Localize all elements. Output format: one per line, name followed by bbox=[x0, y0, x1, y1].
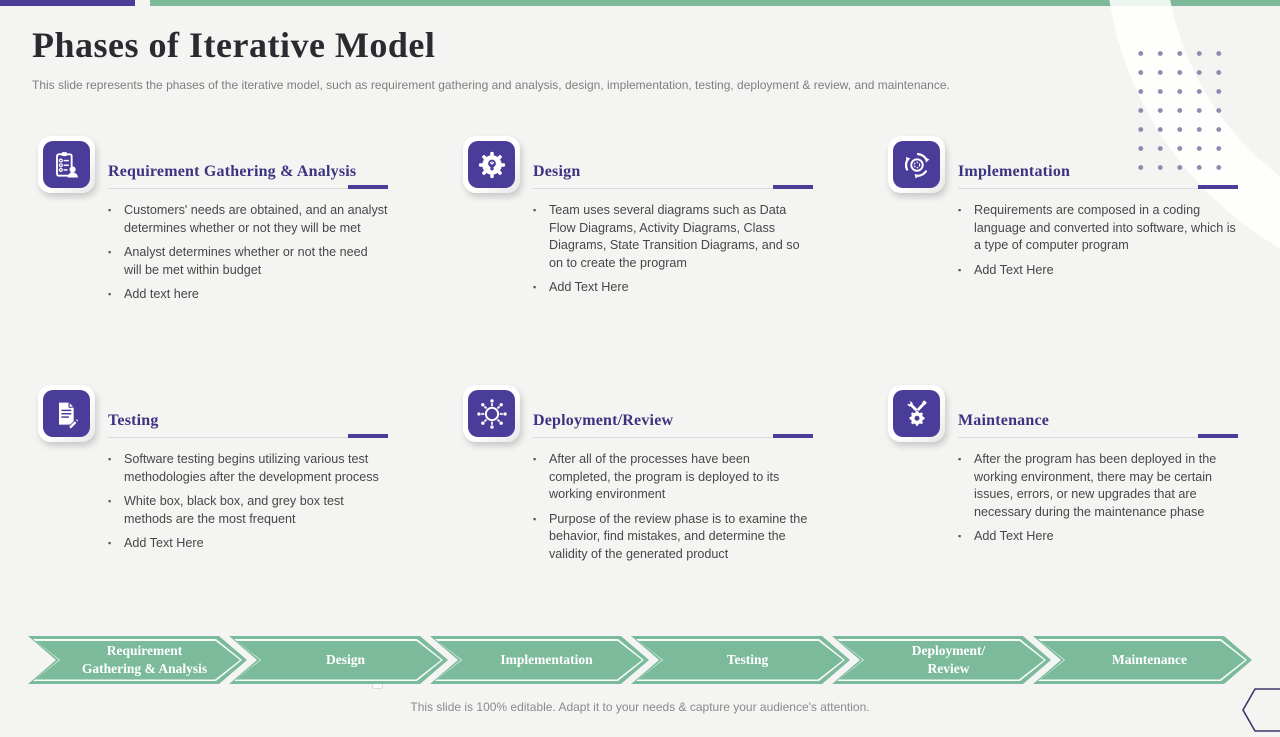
icon-tile bbox=[888, 385, 945, 442]
bullet-marker: ▪ bbox=[958, 531, 962, 541]
phase-card-testing: Testing ▪Software testing begins utilizi… bbox=[38, 385, 388, 615]
bullet-item: ▪After all of the processes have been co… bbox=[533, 451, 813, 504]
bullet-item: ▪White box, black box, and grey box test… bbox=[108, 493, 388, 528]
bullet-marker: ▪ bbox=[958, 454, 962, 464]
phase-bullets: ▪Requirements are composed in a coding l… bbox=[958, 202, 1238, 286]
phase-bullets: ▪After all of the processes have been co… bbox=[533, 451, 813, 570]
bullet-item: ▪Analyst determines whether or not the n… bbox=[108, 244, 388, 279]
phase-bullets: ▪After the program has been deployed in … bbox=[958, 451, 1238, 553]
bullet-item: ▪Team uses several diagrams such as Data… bbox=[533, 202, 813, 272]
flow-step-label: Requirement Gathering & Analysis bbox=[81, 643, 208, 676]
flow-step-label: Implementation bbox=[500, 652, 593, 668]
heading-rule-accent bbox=[348, 185, 388, 189]
heading-rule bbox=[108, 437, 388, 438]
heading-rule bbox=[533, 188, 813, 189]
flow-step-deployment-review: Deployment/ Review bbox=[832, 636, 1051, 684]
top-bar-purple bbox=[0, 0, 135, 6]
document-pencil-icon bbox=[58, 402, 79, 430]
phase-card-implementation: Implementation ▪Requirements are compose… bbox=[888, 136, 1238, 366]
bullet-marker: ▪ bbox=[533, 513, 537, 524]
phase-title: Testing bbox=[108, 412, 159, 429]
heading-rule-accent bbox=[773, 185, 813, 189]
flow-step-requirement-gathering: Requirement Gathering & Analysis bbox=[28, 636, 247, 684]
bullet-item: ▪Customers' needs are obtained, and an a… bbox=[108, 202, 388, 237]
bullet-marker: ▪ bbox=[108, 454, 112, 464]
flow-step-label: Maintenance bbox=[1112, 652, 1187, 668]
process-flow: Requirement Gathering & Analysis Design … bbox=[0, 636, 1280, 684]
bullet-marker: ▪ bbox=[958, 264, 962, 275]
phase-bullets: ▪Software testing begins utilizing vario… bbox=[108, 451, 388, 560]
bullet-item: ▪Add Text Here bbox=[958, 528, 1238, 546]
heading-rule bbox=[958, 188, 1238, 189]
bullet-marker: ▪ bbox=[533, 205, 537, 215]
icon-tile bbox=[38, 136, 95, 193]
bullet-marker: ▪ bbox=[533, 454, 537, 464]
flow-step-label: Deployment/ Review bbox=[911, 643, 986, 676]
bullet-item: ▪After the program has been deployed in … bbox=[958, 451, 1238, 521]
phase-card-requirement-gathering: Requirement Gathering & Analysis ▪Custom… bbox=[38, 136, 388, 366]
bullet-marker: ▪ bbox=[108, 247, 112, 257]
heading-rule-accent bbox=[773, 434, 813, 438]
hexagon-outline-decoration bbox=[1242, 688, 1280, 732]
bullet-item: ▪Add text here bbox=[108, 286, 388, 304]
bullet-item: ▪Add Text Here bbox=[108, 535, 388, 553]
heading-rule bbox=[533, 437, 813, 438]
dots-grid-decoration bbox=[1131, 44, 1225, 178]
bullet-item: ▪Requirements are composed in a coding l… bbox=[958, 202, 1238, 255]
bullet-marker: ▪ bbox=[108, 538, 112, 548]
flow-step-design: Design bbox=[229, 636, 448, 684]
phase-bullets: ▪Team uses several diagrams such as Data… bbox=[533, 202, 813, 304]
icon-tile bbox=[463, 136, 520, 193]
phase-title: Deployment/Review bbox=[533, 412, 674, 429]
heading-rule-accent bbox=[1198, 434, 1238, 438]
bullet-marker: ▪ bbox=[108, 496, 112, 506]
bullet-item: ▪Add Text Here bbox=[958, 262, 1238, 280]
bullet-item: ▪Software testing begins utilizing vario… bbox=[108, 451, 388, 486]
bullet-marker: ▪ bbox=[958, 205, 962, 215]
phase-title: Design bbox=[533, 163, 581, 180]
phase-title: Maintenance bbox=[958, 412, 1050, 429]
footer-note: This slide is 100% editable. Adapt it to… bbox=[410, 700, 870, 714]
icon-tile bbox=[888, 136, 945, 193]
phase-card-maintenance: Maintenance ▪After the program has been … bbox=[888, 385, 1238, 615]
flow-step-label: Testing bbox=[726, 652, 769, 668]
slide-subtitle: This slide represents the phases of the … bbox=[32, 78, 950, 92]
flow-step-testing: Testing bbox=[631, 636, 850, 684]
bullet-marker: ▪ bbox=[108, 289, 112, 299]
heading-rule-accent bbox=[1198, 185, 1238, 189]
top-bar-green bbox=[150, 0, 1280, 6]
bullet-item: ▪Add Text Here bbox=[533, 279, 813, 297]
phase-title: Requirement Gathering & Analysis bbox=[108, 163, 357, 180]
icon-tile bbox=[38, 385, 95, 442]
icon-tile bbox=[463, 385, 520, 442]
gear-bulb-icon bbox=[478, 151, 505, 178]
flow-step-implementation: Implementation bbox=[430, 636, 649, 684]
flow-step-maintenance: Maintenance bbox=[1033, 636, 1252, 684]
bullet-item: ▪Purpose of the review phase is to exami… bbox=[533, 511, 813, 564]
heading-rule-accent bbox=[348, 434, 388, 438]
bullet-marker: ▪ bbox=[108, 205, 112, 215]
phase-bullets: ▪Customers' needs are obtained, and an a… bbox=[108, 202, 388, 311]
flow-step-label: Design bbox=[325, 652, 365, 668]
heading-rule bbox=[108, 188, 388, 189]
phase-title: Implementation bbox=[958, 163, 1071, 180]
bullet-marker: ▪ bbox=[533, 282, 537, 292]
phase-card-design: Design ▪Team uses several diagrams such … bbox=[463, 136, 813, 366]
checklist-user-icon bbox=[55, 151, 78, 178]
page-title: Phases of Iterative Model bbox=[32, 25, 436, 65]
gear-tools-icon bbox=[907, 400, 927, 426]
heading-rule bbox=[958, 437, 1238, 438]
sync-cycle-icon bbox=[904, 152, 929, 179]
phase-card-deployment-review: Deployment/Review ▪After all of the proc… bbox=[463, 385, 813, 615]
hub-network-icon bbox=[476, 398, 507, 429]
